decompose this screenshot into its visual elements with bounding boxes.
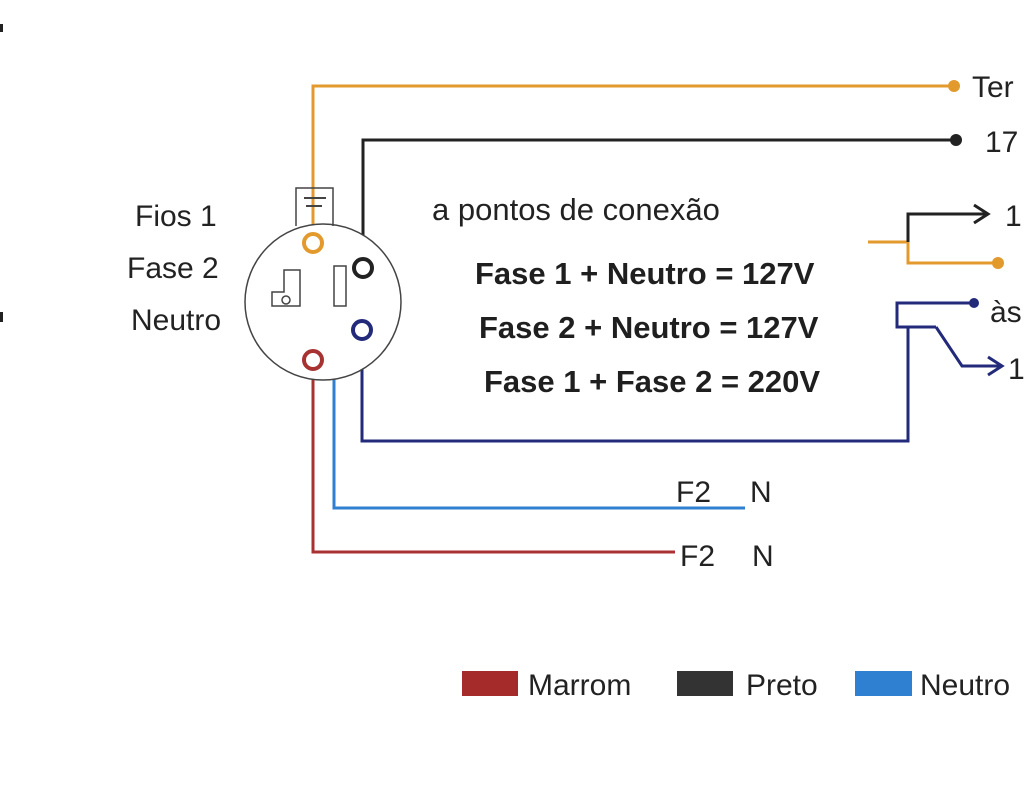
label-blue-n: N — [750, 476, 772, 509]
label-red-n: N — [752, 540, 774, 573]
legend: Marrom Preto Neutro — [462, 669, 1010, 702]
label-neutro: Neutro — [131, 304, 221, 337]
equation-fase2-neutro: Fase 2 + Neutro = 127V — [479, 310, 819, 345]
legend-label-marrom: Marrom — [528, 669, 631, 702]
wire-black-top-end — [950, 134, 962, 146]
legend-swatch-neutro — [855, 671, 912, 696]
socket-left-slot — [271, 269, 301, 307]
edge-mark-top — [0, 24, 3, 32]
navy-arrow-line — [934, 326, 1000, 368]
label-fase2: Fase 2 — [127, 252, 219, 285]
navy-arrow-head — [987, 355, 1005, 377]
edge-mark-mid — [0, 312, 3, 322]
split-orange-dot — [992, 257, 1004, 269]
wire-blue — [332, 378, 745, 510]
label-top-value: 17 — [985, 126, 1018, 159]
heading-connection-points: a pontos de conexão — [432, 192, 720, 227]
wire-orange-terra — [311, 84, 953, 243]
navy-dot — [969, 298, 979, 308]
legend-swatch-preto — [677, 671, 733, 696]
wire-red — [311, 372, 675, 554]
label-arrow-top: 1 — [1005, 200, 1022, 233]
legend-label-neutro: Neutro — [920, 669, 1010, 702]
equation-fase1-neutro: Fase 1 + Neutro = 127V — [475, 256, 815, 291]
wire-orange-terra-end — [948, 80, 960, 92]
terminal-red — [302, 349, 324, 371]
equation-fase1-fase2: Fase 1 + Fase 2 = 220V — [484, 364, 820, 399]
terminal-black — [352, 257, 374, 279]
wire-black-top — [361, 138, 955, 267]
split-orange-line — [906, 242, 995, 265]
navy-bracket — [895, 301, 936, 329]
label-dot: às — [990, 296, 1022, 329]
legend-swatch-marrom — [462, 671, 518, 696]
label-red-f2: F2 — [680, 540, 715, 573]
split-black-arrow-head — [973, 203, 991, 225]
legend-label-preto: Preto — [746, 669, 818, 702]
socket-outlet — [244, 187, 402, 381]
terminal-orange — [302, 232, 324, 254]
socket-top-tab — [295, 187, 334, 226]
socket-right-slot — [333, 265, 347, 307]
terminal-navy — [351, 319, 373, 341]
label-fios: Fios 1 — [135, 200, 217, 233]
wire-navy — [360, 327, 910, 443]
label-blue-f2: F2 — [676, 476, 711, 509]
label-terra: Ter — [972, 71, 1014, 104]
label-arrow-bottom: 1 — [1008, 353, 1024, 386]
socket-left-pin — [281, 295, 291, 305]
